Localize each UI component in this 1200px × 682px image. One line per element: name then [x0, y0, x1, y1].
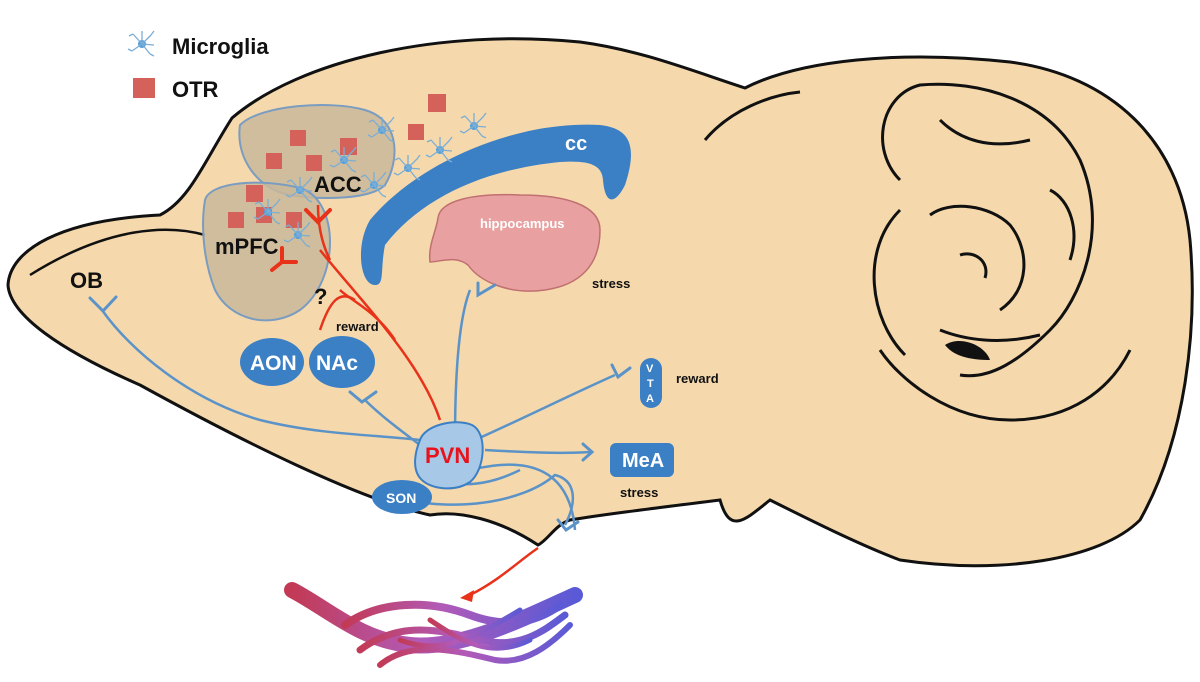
stress-label-hippocampus: stress	[592, 276, 630, 291]
synapse-terminal-icon	[88, 295, 118, 314]
aon-label: AON	[250, 352, 297, 375]
son-label: SON	[386, 490, 416, 506]
vta-label-t: T	[647, 378, 654, 390]
hippocampus-label: hippocampus	[480, 216, 565, 231]
synapse-terminals-blue	[88, 281, 632, 533]
otr-receptor-icon	[228, 212, 244, 228]
synapse-terminal-icon	[556, 518, 580, 533]
synapse-terminal-icon	[581, 442, 595, 462]
son-nucleus	[372, 480, 432, 514]
blood-vessel-icon	[284, 582, 583, 668]
synapse-terminal-icon	[610, 363, 632, 380]
aon-nucleus	[240, 338, 304, 386]
reward-label-nac: reward	[336, 319, 379, 334]
acc-label: ACC	[314, 172, 362, 197]
mea-label: MeA	[622, 450, 664, 472]
brain-outline	[6, 37, 1194, 568]
otr-receptor-icon	[340, 138, 357, 155]
stress-label-mea: stress	[620, 485, 658, 500]
nac-nucleus	[309, 336, 375, 388]
pvn-label: PVN	[425, 443, 470, 468]
mea-nucleus	[610, 443, 674, 477]
synapse-terminal-icon	[348, 390, 378, 404]
ob-label: OB	[70, 268, 103, 293]
otr-receptor-icon	[428, 94, 446, 112]
red-arrowhead	[460, 590, 474, 602]
legend-microglia-label: Microglia	[172, 34, 269, 59]
hippocampus	[428, 193, 601, 292]
cerebellum-inner-line	[872, 208, 907, 357]
otr-receptor-icon	[246, 185, 263, 202]
otr-receptor-icon	[266, 153, 282, 169]
otr-receptor-icon	[408, 124, 424, 140]
cerebellum	[703, 82, 1132, 422]
otr-receptor-icon	[306, 155, 322, 171]
otr-receptor-icon	[133, 78, 155, 98]
red-terminal-mpfc	[270, 246, 298, 272]
reward-label-vta: reward	[676, 371, 719, 386]
cc-label: cc	[565, 133, 587, 155]
nac-label: NAc	[316, 352, 358, 375]
vta-label-a: A	[646, 393, 654, 405]
cerebellum-dark-wedge	[945, 340, 990, 360]
corpus-callosum	[360, 124, 631, 285]
frontal-lobe-line	[29, 228, 206, 277]
legend: Microglia OTR	[127, 30, 269, 102]
red-projections	[316, 204, 539, 597]
question-mark: ?	[314, 284, 327, 309]
pvn-nucleus	[414, 421, 484, 490]
vta-nucleus	[640, 358, 662, 408]
otr-receptor-icon	[290, 130, 306, 146]
vta-label-v: V	[646, 363, 654, 375]
legend-otr-label: OTR	[172, 77, 219, 102]
blue-projections	[100, 289, 616, 531]
mpfc-label: mPFC	[215, 234, 279, 259]
synapse-terminal-icon	[476, 281, 497, 298]
red-terminal-acc	[304, 208, 332, 225]
microglia-icon	[127, 30, 155, 57]
